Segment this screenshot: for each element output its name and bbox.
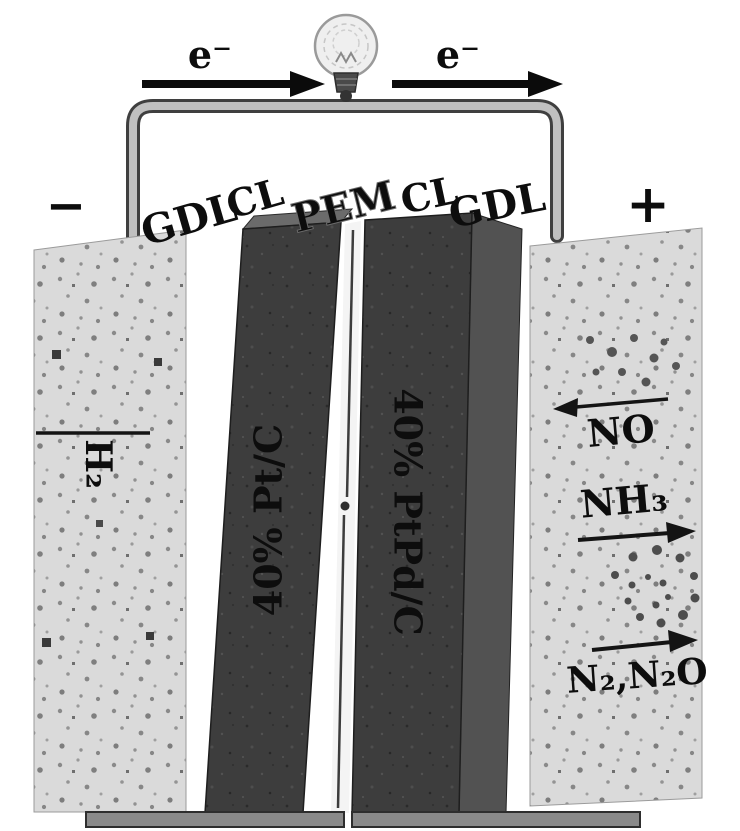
n2-n2o-outlet-label: N₂,N₂O <box>565 650 709 702</box>
cathode-catalyst-layer <box>351 212 523 814</box>
h2-inlet-label: H₂ <box>77 439 119 489</box>
lightbulb-icon <box>313 13 379 102</box>
nh3-outlet-arrow <box>577 522 696 543</box>
electron-label-right: e⁻ <box>436 32 480 77</box>
circuit-wire <box>126 99 564 249</box>
gdl-right-label: GDL <box>445 173 549 238</box>
electron-arrow-right <box>392 71 563 97</box>
pem-membrane <box>331 221 361 813</box>
pem-midpoint-dot <box>340 501 350 511</box>
no-inlet-arrow <box>553 397 669 417</box>
negative-terminal-label: − <box>46 178 86 234</box>
electron-arrow-left <box>142 71 325 97</box>
no-inlet-label: NO <box>585 405 657 456</box>
cathode-catalyst-label: 40% PtPd/C <box>386 388 431 636</box>
cathode-gdl-block <box>529 227 703 807</box>
anode-catalyst-label: 40% Pt/C <box>246 424 291 616</box>
positive-terminal-label: + <box>626 174 670 235</box>
anode-gdl-speckle-squares <box>42 350 162 647</box>
n2-n2o-outlet-arrow <box>591 630 698 652</box>
nh3-outlet-label: NH₃ <box>578 474 669 526</box>
gas-swirl-dots <box>611 545 700 628</box>
anode-catalyst-layer <box>204 208 354 814</box>
no-gas-dots <box>586 334 680 387</box>
anode-gdl-block <box>33 229 187 813</box>
cell-base-bar <box>85 811 641 828</box>
electron-label-left: e⁻ <box>188 32 232 77</box>
